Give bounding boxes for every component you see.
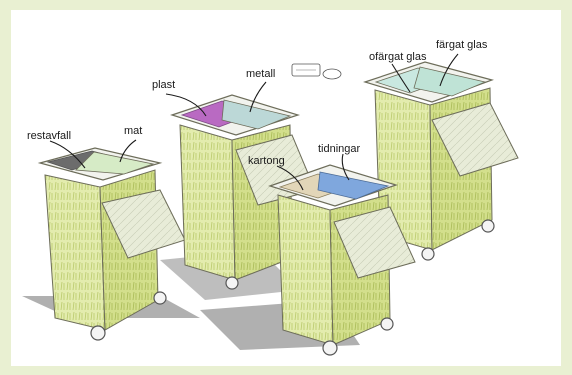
wheel [482, 220, 494, 232]
wheel [323, 341, 337, 355]
can-sketch-icon [292, 64, 341, 79]
label-metall: metall [246, 68, 275, 80]
label-restavfall: restavfall [27, 130, 71, 142]
wheel [226, 277, 238, 289]
label-fargat-glas: färgat glas [436, 39, 488, 51]
wheel [91, 326, 105, 340]
label-plast: plast [152, 79, 175, 91]
label-tidningar: tidningar [318, 143, 361, 155]
bin-restavfall-mat [22, 148, 200, 340]
label-mat: mat [124, 125, 142, 137]
wheel [381, 318, 393, 330]
wheel [154, 292, 166, 304]
wheel [422, 248, 434, 260]
label-ofargat-glas: ofärgat glas [369, 51, 427, 63]
label-kartong: kartong [248, 155, 285, 167]
